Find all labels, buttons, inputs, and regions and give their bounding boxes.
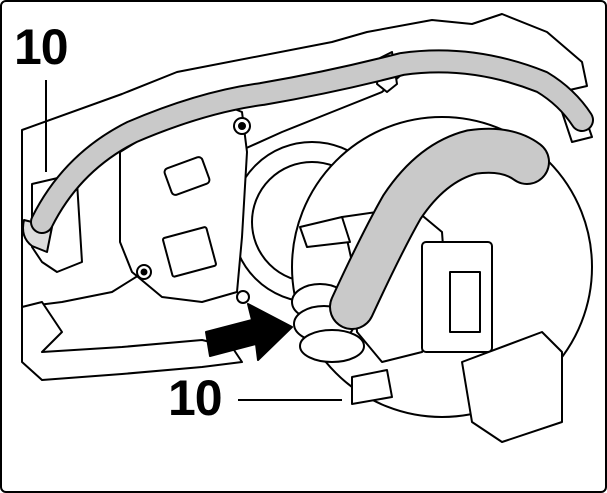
insert-arrow — [205, 303, 293, 361]
callout-label-top: 10 — [14, 19, 69, 75]
bracket-window — [162, 226, 217, 278]
screw-right — [236, 290, 250, 304]
bracket-slot — [163, 156, 211, 196]
detail-latch-bottom — [351, 369, 393, 405]
detail-latch-top — [299, 216, 351, 248]
callout-label-bottom: 10 — [168, 370, 223, 426]
detail-lower-frame — [461, 331, 563, 443]
